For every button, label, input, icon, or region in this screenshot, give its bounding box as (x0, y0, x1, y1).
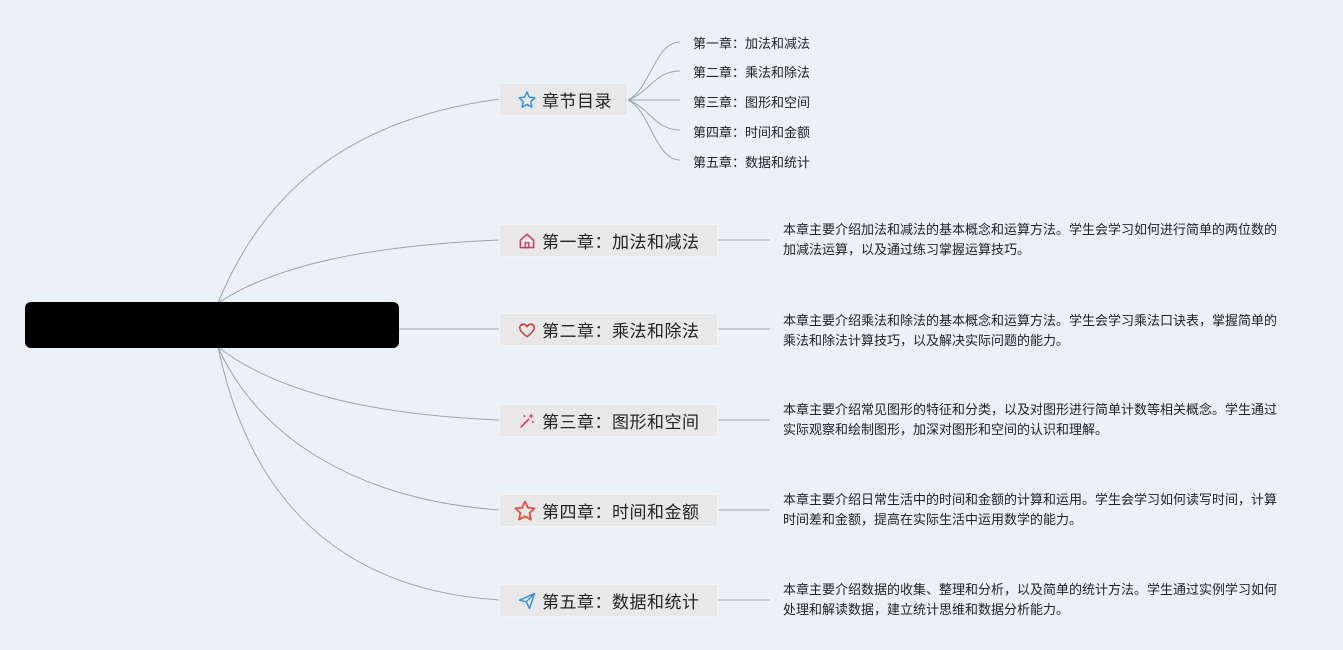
toc-title: 章节目录 (542, 92, 612, 112)
chapter-title: 第四章：时间和金额 (542, 503, 700, 523)
chapter-node-4[interactable]: 第四章：时间和金额 (499, 494, 718, 527)
toc-item[interactable]: 第三章：图形和空间 (693, 96, 811, 111)
chapter-node-5[interactable]: 第五章：数据和统计 (499, 584, 718, 617)
home-icon (516, 230, 538, 252)
chapter-description: 本章主要介绍数据的收集、整理和分析，以及简单的统计方法。学生通过实例学习如何处理… (783, 583, 1278, 618)
star-outline-icon (516, 89, 538, 111)
toc-item[interactable]: 第二章：乘法和除法 (693, 66, 811, 81)
chapter-node-2[interactable]: 第二章：乘法和除法 (499, 313, 718, 346)
chapter-description: 本章主要介绍加法和减法的基本概念和运算方法。学生会学习如何进行简单的两位数的加减… (783, 223, 1278, 258)
paper-plane-icon (516, 590, 538, 612)
magic-wand-icon (516, 410, 538, 432)
toc-item[interactable]: 第一章：加法和减法 (693, 37, 811, 52)
heart-icon (516, 319, 538, 341)
star-icon (512, 498, 538, 524)
chapter-title: 第三章：图形和空间 (542, 413, 700, 433)
toc-item[interactable]: 第四章：时间和金额 (693, 126, 811, 141)
toc-item[interactable]: 第五章：数据和统计 (693, 156, 811, 171)
chapter-title: 第五章：数据和统计 (542, 593, 700, 613)
chapter-title: 第二章：乘法和除法 (542, 322, 700, 342)
root-topic[interactable] (25, 302, 399, 348)
chapter-node-3[interactable]: 第三章：图形和空间 (499, 404, 718, 437)
chapter-title: 第一章：加法和减法 (542, 233, 700, 253)
chapter-description: 本章主要介绍乘法和除法的基本概念和运算方法。学生会学习乘法口诀表，掌握简单的乘法… (783, 314, 1278, 349)
toc-node[interactable]: 章节目录 (499, 83, 628, 116)
chapter-node-1[interactable]: 第一章：加法和减法 (499, 224, 718, 257)
chapter-description: 本章主要介绍常见图形的特征和分类，以及对图形进行简单计数等相关概念。学生通过实际… (783, 403, 1278, 438)
chapter-description: 本章主要介绍日常生活中的时间和金额的计算和运用。学生会学习如何读写时间，计算时间… (783, 493, 1278, 528)
